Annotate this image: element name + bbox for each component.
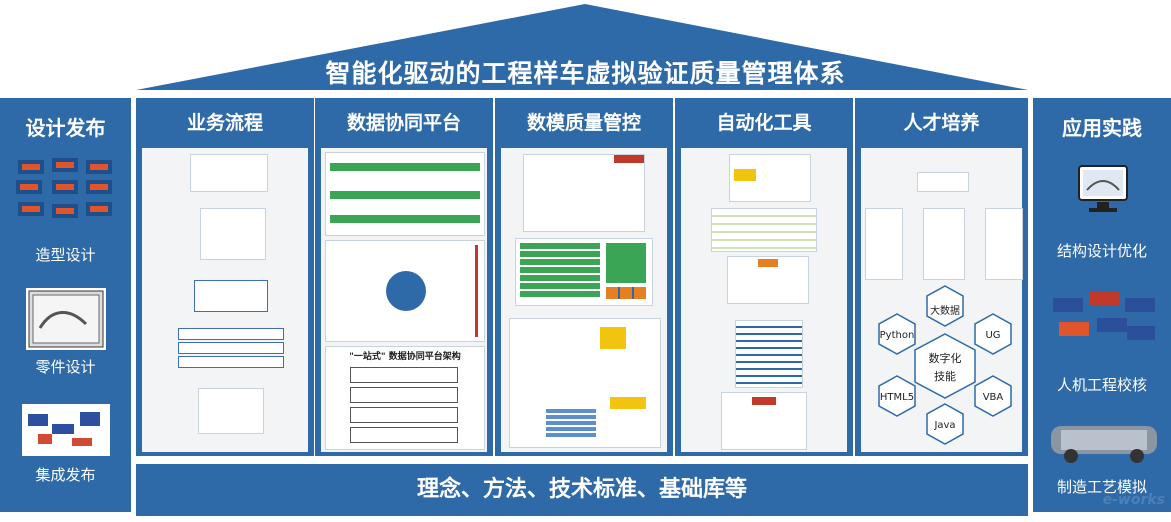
right-item-3: 制造工艺模拟 — [1056, 478, 1147, 496]
part-design-image — [26, 288, 106, 350]
hub-center: 数字化 技能 — [928, 352, 962, 383]
hub-node-html5: HTML5 — [879, 392, 915, 403]
pillar-title: 业务流程 — [186, 112, 263, 134]
hub-node-java: Java — [934, 420, 956, 431]
page-title: 智能化驱动的工程样车虚拟验证质量管理体系 — [325, 59, 846, 88]
pillar-talent-training: 人才培养 大数据 Python UG HTML5 VBA Java 数字化 技能 — [855, 98, 1028, 456]
watermark: e-works — [1102, 492, 1165, 508]
right-panel: 应用实践 结构设计优化 人机工程校核 制造工艺模拟 e-works — [1033, 98, 1171, 512]
pillar-title: 自动化工具 — [716, 112, 812, 134]
manufacturing-image — [1047, 416, 1161, 464]
monitor-icon — [1075, 162, 1131, 218]
pillar-body: 大数据 Python UG HTML5 VBA Java 数字化 技能 — [861, 148, 1023, 452]
integration-release-image — [22, 404, 110, 456]
pillar-body — [142, 148, 308, 452]
pillar-data-platform: 数据协同平台 "一站式" 数据协同平台架构 — [315, 98, 493, 456]
left-item-3: 集成发布 — [35, 466, 96, 484]
ergonomics-image — [1049, 288, 1159, 350]
left-panel: 设计发布 造型设计 零件设计 集成发布 — [0, 98, 131, 512]
right-item-2: 人机工程校核 — [1056, 376, 1147, 394]
left-panel-title: 设计发布 — [25, 116, 106, 140]
pillar-automation-tools: 自动化工具 — [675, 98, 853, 456]
hub-node-ug: UG — [985, 330, 1001, 341]
right-item-1: 结构设计优化 — [1056, 242, 1147, 260]
foundation-bar: 理念、方法、技术标准、基础库等 — [136, 464, 1028, 516]
pillar-model-quality: 数模质量管控 — [495, 98, 673, 456]
pillar-body — [681, 148, 847, 452]
roof — [136, 4, 1028, 90]
pillar-title: 数据协同平台 — [346, 112, 461, 134]
platform-diagram-title: "一站式" 数据协同平台架构 — [349, 352, 461, 362]
pillar-body: "一站式" 数据协同平台架构 — [321, 148, 487, 452]
right-panel-title: 应用实践 — [1062, 116, 1142, 140]
pillar-body — [501, 148, 667, 452]
pillar-title: 人才培养 — [903, 112, 980, 134]
left-item-1: 造型设计 — [35, 246, 96, 264]
hub-node-vba: VBA — [982, 392, 1004, 403]
pillar-business-process: 业务流程 — [136, 98, 314, 456]
left-item-2: 零件设计 — [35, 358, 96, 376]
design-styling-image — [14, 154, 117, 226]
hub-node-python: Python — [879, 330, 915, 341]
digital-skills-hex-diagram — [878, 285, 1012, 445]
pillar-title: 数模质量管控 — [526, 112, 641, 134]
hub-node-bigdata: 大数据 — [930, 306, 960, 317]
